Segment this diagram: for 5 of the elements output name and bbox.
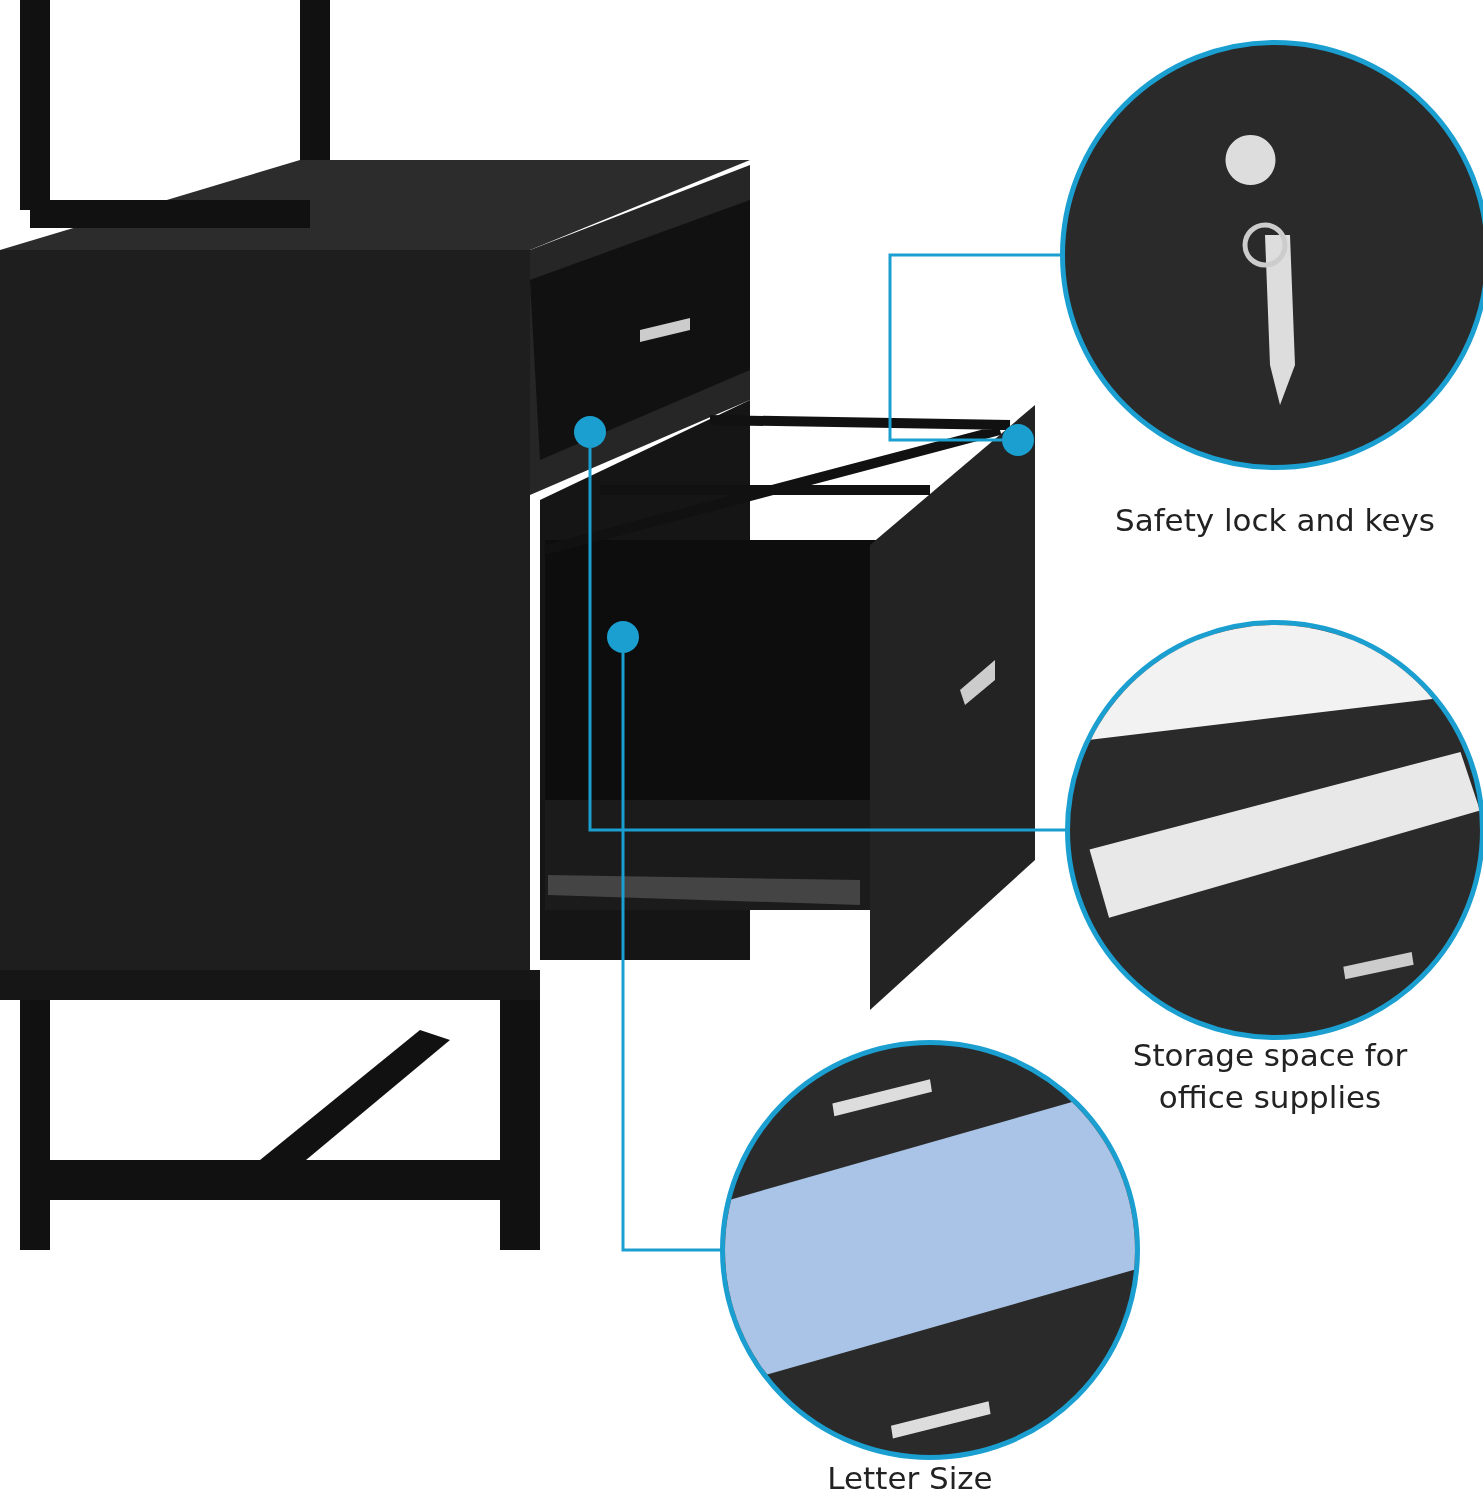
callout-label: Storage space for office supplies xyxy=(1131,1036,1409,1117)
leader-line xyxy=(621,653,720,1252)
leader-line xyxy=(888,253,1060,442)
callout-label: Safety lock and keys xyxy=(1113,501,1436,540)
callout-label: Letter Size xyxy=(826,1459,994,1498)
